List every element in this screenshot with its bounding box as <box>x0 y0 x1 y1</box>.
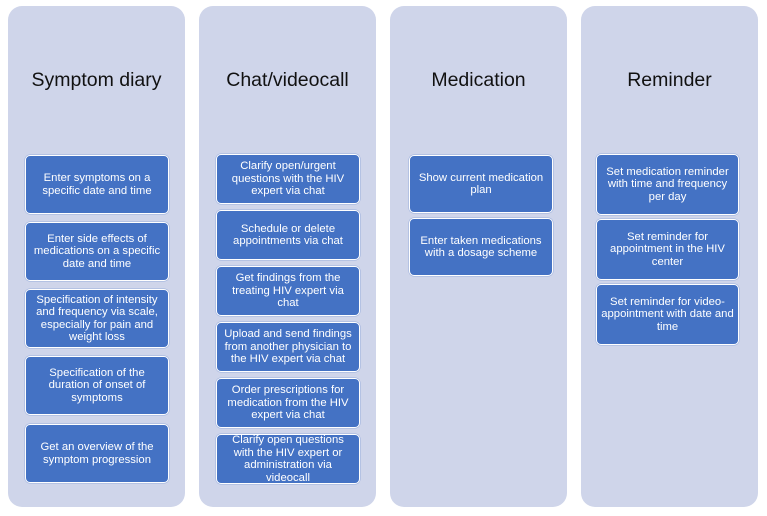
feature-box: Set medication reminder with time and fr… <box>596 154 739 215</box>
column-title: Symptom diary <box>31 69 162 91</box>
column-title: Chat/videocall <box>226 69 349 91</box>
column-reminder: Reminder Set medication reminder with ti… <box>581 6 758 507</box>
feature-box: Enter side effects of medications on a s… <box>25 222 169 281</box>
feature-box: Show current medication plan <box>409 155 553 213</box>
feature-box: Clarify open questions with the HIV expe… <box>216 434 360 484</box>
column-chat-videocall: Chat/videocall Clarify open/urgent quest… <box>199 6 376 507</box>
feature-box: Specification of the duration of onset o… <box>25 356 169 415</box>
feature-box: Get findings from the treating HIV exper… <box>216 266 360 316</box>
feature-box: Specification of intensity and frequency… <box>25 289 169 348</box>
column-symptom-diary: Symptom diary Enter symptoms on a specif… <box>8 6 185 507</box>
feature-box: Get an overview of the symptom progressi… <box>25 424 169 483</box>
feature-box: Order prescriptions for medication from … <box>216 378 360 428</box>
feature-box: Enter symptoms on a specific date and ti… <box>25 155 169 214</box>
feature-box: Clarify open/urgent questions with the H… <box>216 154 360 204</box>
column-title: Medication <box>431 69 526 91</box>
feature-box: Enter taken medications with a dosage sc… <box>409 218 553 276</box>
column-medication: Medication Show current medication plan … <box>390 6 567 507</box>
feature-box: Schedule or delete appointments via chat <box>216 210 360 260</box>
feature-box: Upload and send findings from another ph… <box>216 322 360 372</box>
feature-box: Set reminder for video-appointment with … <box>596 284 739 345</box>
feature-box: Set reminder for appointment in the HIV … <box>596 219 739 280</box>
column-title: Reminder <box>627 69 712 91</box>
